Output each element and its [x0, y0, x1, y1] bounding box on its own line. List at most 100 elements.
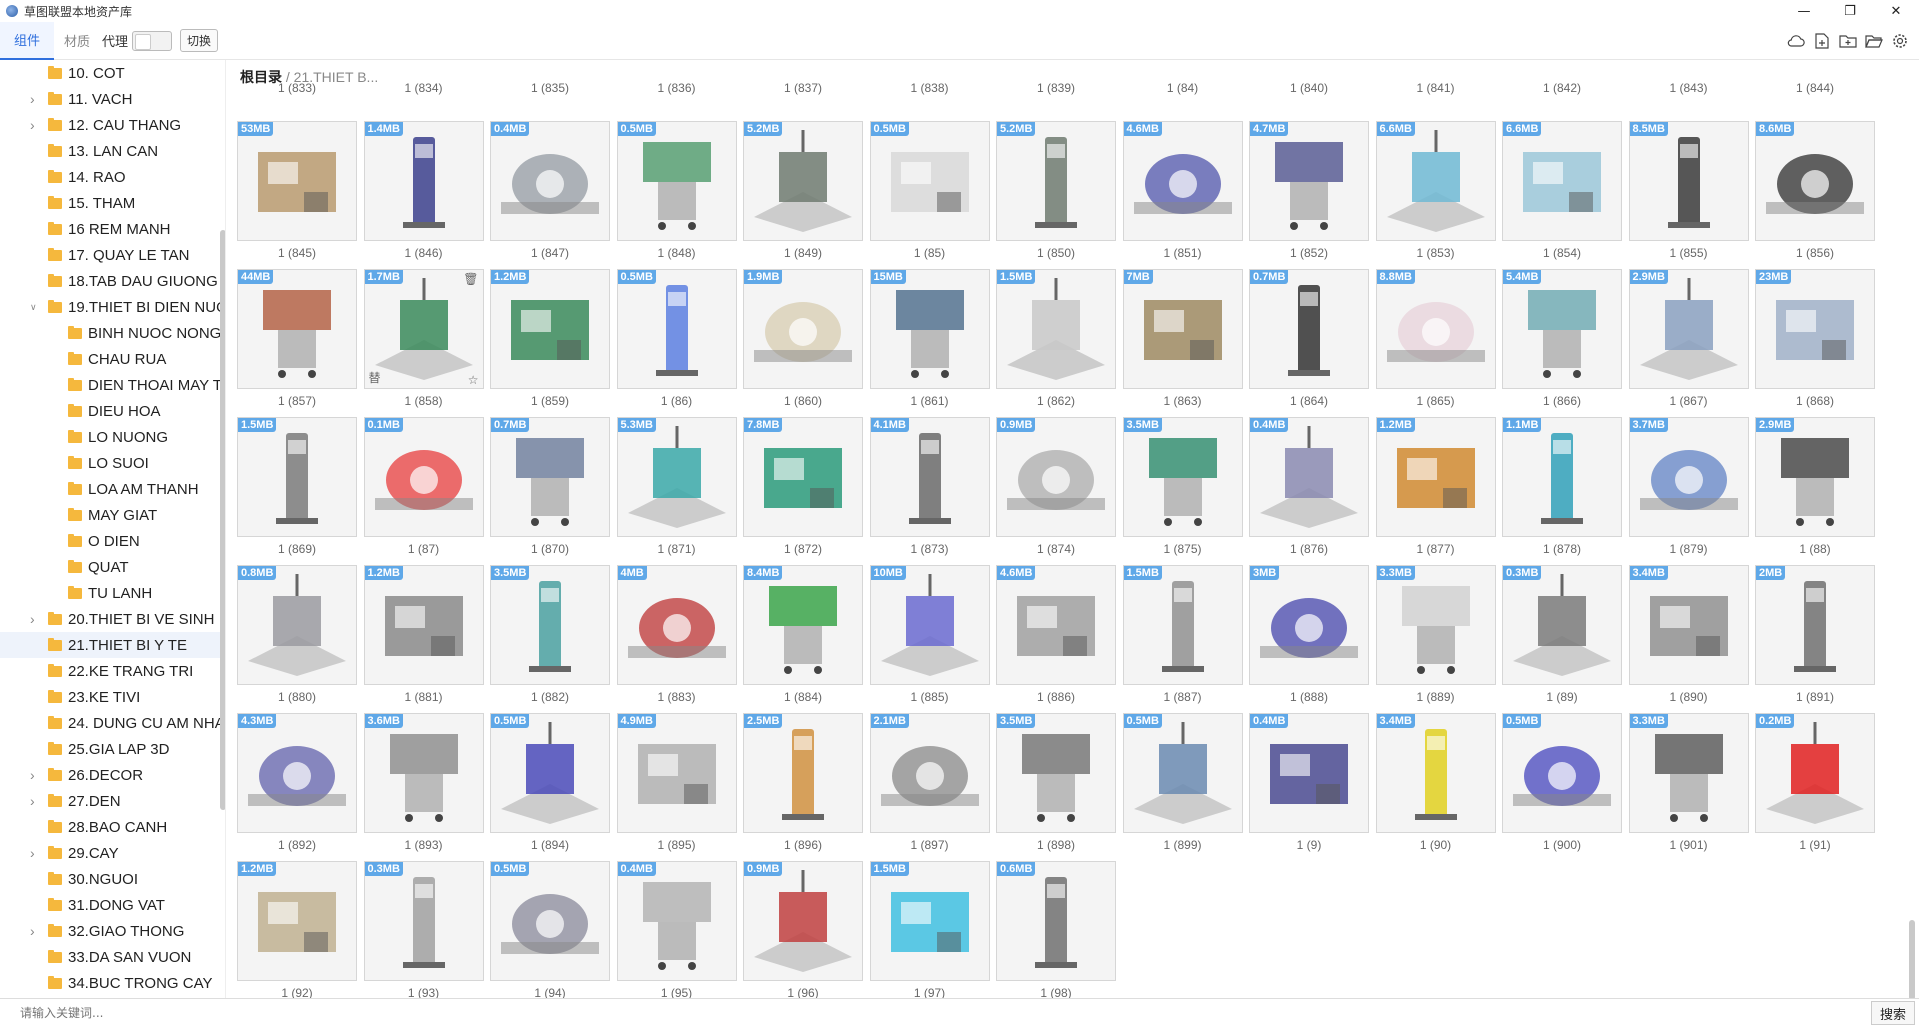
- asset-thumbnail[interactable]: 1.5MB: [237, 417, 357, 537]
- asset-thumbnail[interactable]: 4.9MB: [616, 713, 737, 833]
- asset-thumbnail[interactable]: 15MB: [869, 269, 990, 389]
- asset-thumbnail[interactable]: 0.4MB: [1249, 713, 1369, 833]
- sidebar-item[interactable]: BINH NUOC NONG: [0, 320, 225, 346]
- sidebar-item[interactable]: 17. QUAY LE TAN: [0, 242, 225, 268]
- main-scrollbar[interactable]: [1909, 920, 1915, 998]
- sidebar-item[interactable]: ›32.GIAO THONG: [0, 918, 225, 944]
- asset-thumbnail[interactable]: 4MB: [616, 565, 737, 685]
- sidebar-item[interactable]: LO SUOI: [0, 450, 225, 476]
- asset-thumbnail[interactable]: 5.2MB: [743, 121, 863, 241]
- sidebar-item[interactable]: 33.DA SAN VUON: [0, 944, 225, 970]
- asset-thumbnail[interactable]: 0.4MB: [1249, 417, 1369, 537]
- asset-thumbnail[interactable]: 0.6MB: [996, 861, 1116, 981]
- chevron-right-icon[interactable]: ›: [30, 117, 35, 133]
- asset-thumbnail[interactable]: 0.4MB: [490, 121, 610, 241]
- asset-thumbnail[interactable]: 5.4MB: [1502, 269, 1622, 389]
- asset-thumbnail[interactable]: 2MB: [1755, 565, 1875, 685]
- asset-thumbnail[interactable]: 1.4MB: [363, 121, 484, 241]
- cloud-icon[interactable]: [1783, 28, 1809, 54]
- sidebar-item[interactable]: 15. THAM: [0, 190, 225, 216]
- asset-thumbnail[interactable]: 5.3MB: [616, 417, 737, 537]
- asset-thumbnail[interactable]: 3.6MB: [363, 713, 484, 833]
- sidebar-item[interactable]: LOA AM THANH: [0, 476, 225, 502]
- asset-thumbnail[interactable]: 1.2MB: [363, 565, 484, 685]
- sidebar-item[interactable]: 18.TAB DAU GIUONG: [0, 268, 225, 294]
- sidebar-item[interactable]: O DIEN: [0, 528, 225, 554]
- sidebar-item[interactable]: ›12. CAU THANG: [0, 112, 225, 138]
- sidebar-item[interactable]: 10. COT: [0, 60, 225, 86]
- asset-thumbnail[interactable]: 0.7MB: [1249, 269, 1369, 389]
- sidebar-item[interactable]: LO NUONG: [0, 424, 225, 450]
- sidebar-item[interactable]: ›11. VACH: [0, 86, 225, 112]
- chevron-down-icon[interactable]: ∨: [30, 301, 37, 312]
- asset-thumbnail[interactable]: 6.6MB: [1502, 121, 1622, 241]
- asset-thumbnail[interactable]: 23MB: [1755, 269, 1875, 389]
- asset-thumbnail[interactable]: 0.5MB: [616, 269, 737, 389]
- trash-icon[interactable]: 🗑: [463, 272, 479, 286]
- sidebar-item[interactable]: 21.THIET BI Y TE: [0, 632, 225, 658]
- asset-thumbnail[interactable]: 0.4MB: [616, 861, 737, 981]
- asset-thumbnail[interactable]: 1.1MB: [1502, 417, 1622, 537]
- replace-label[interactable]: 替: [368, 371, 381, 385]
- chevron-right-icon[interactable]: ›: [30, 767, 35, 783]
- new-file-icon[interactable]: [1809, 28, 1835, 54]
- asset-thumbnail[interactable]: 1.2MB: [490, 269, 610, 389]
- sidebar-item[interactable]: ›26.DECOR: [0, 762, 225, 788]
- asset-thumbnail[interactable]: 4.6MB: [1122, 121, 1243, 241]
- asset-thumbnail[interactable]: 8.8MB: [1375, 269, 1496, 389]
- asset-thumbnail[interactable]: 0.9MB: [996, 417, 1116, 537]
- star-icon[interactable]: ☆: [467, 373, 479, 387]
- asset-thumbnail[interactable]: 1.7MB🗑替☆: [363, 269, 484, 389]
- search-input[interactable]: [0, 999, 1871, 1027]
- asset-thumbnail[interactable]: 3.4MB: [1375, 713, 1496, 833]
- asset-thumbnail[interactable]: 1.2MB: [1375, 417, 1496, 537]
- asset-thumbnail[interactable]: 8.4MB: [743, 565, 863, 685]
- asset-thumbnail[interactable]: 8.6MB: [1755, 121, 1875, 241]
- asset-thumbnail[interactable]: 2.1MB: [869, 713, 990, 833]
- sidebar-item[interactable]: ›27.DEN: [0, 788, 225, 814]
- proxy-toggle[interactable]: [132, 30, 173, 51]
- asset-thumbnail[interactable]: 0.3MB: [363, 861, 484, 981]
- asset-thumbnail[interactable]: 8.5MB: [1628, 121, 1749, 241]
- asset-thumbnail[interactable]: 5.2MB: [996, 121, 1116, 241]
- breadcrumb-current[interactable]: 21.THIET B...: [293, 69, 379, 85]
- chevron-right-icon[interactable]: ›: [30, 845, 35, 861]
- sidebar-item[interactable]: TU LANH: [0, 580, 225, 606]
- new-folder-icon[interactable]: [1835, 28, 1861, 54]
- breadcrumb-root[interactable]: 根目录: [240, 69, 282, 85]
- asset-thumbnail[interactable]: 3.3MB: [1628, 713, 1749, 833]
- tab-components[interactable]: 组件: [0, 21, 55, 60]
- asset-thumbnail[interactable]: 1.5MB: [869, 861, 990, 981]
- asset-thumbnail[interactable]: 3.5MB: [996, 713, 1116, 833]
- asset-thumbnail[interactable]: 0.1MB: [363, 417, 484, 537]
- sidebar-item[interactable]: QUAT: [0, 554, 225, 580]
- chevron-right-icon[interactable]: ›: [30, 793, 35, 809]
- asset-thumbnail[interactable]: 3MB: [1249, 565, 1369, 685]
- chevron-right-icon[interactable]: ›: [30, 91, 35, 107]
- asset-thumbnail[interactable]: 1.5MB: [996, 269, 1116, 389]
- asset-thumbnail[interactable]: 1.5MB: [1122, 565, 1243, 685]
- maximize-icon[interactable]: ❐: [1844, 3, 1856, 19]
- switch-button[interactable]: 切换: [180, 29, 219, 52]
- chevron-right-icon[interactable]: ›: [30, 611, 35, 627]
- sidebar-item[interactable]: 24. DUNG CU AM NHAC: [0, 710, 225, 736]
- asset-thumbnail[interactable]: 3.7MB: [1628, 417, 1749, 537]
- sidebar-scrollbar[interactable]: [220, 230, 225, 810]
- asset-thumbnail[interactable]: 4.7MB: [1249, 121, 1369, 241]
- sidebar-item[interactable]: 25.GIA LAP 3D: [0, 736, 225, 762]
- minimize-icon[interactable]: —: [1797, 3, 1811, 19]
- sidebar-item[interactable]: 14. RAO: [0, 164, 225, 190]
- asset-thumbnail[interactable]: 3.5MB: [1122, 417, 1243, 537]
- sidebar-item[interactable]: 16 REM MANH: [0, 216, 225, 242]
- asset-thumbnail[interactable]: 0.9MB: [743, 861, 863, 981]
- sidebar-item[interactable]: ›20.THIET BI VE SINH: [0, 606, 225, 632]
- sidebar-item[interactable]: ∨19.THIET BI DIEN NUOC: [0, 294, 225, 320]
- asset-thumbnail[interactable]: 0.5MB: [1122, 713, 1243, 833]
- asset-thumbnail[interactable]: 0.5MB: [490, 713, 610, 833]
- asset-thumbnail[interactable]: 2.9MB: [1755, 417, 1875, 537]
- asset-thumbnail[interactable]: 0.2MB: [1755, 713, 1875, 833]
- asset-thumbnail[interactable]: 3.4MB: [1628, 565, 1749, 685]
- asset-thumbnail[interactable]: 0.5MB: [1502, 713, 1622, 833]
- asset-thumbnail[interactable]: 10MB: [869, 565, 990, 685]
- asset-thumbnail[interactable]: 0.7MB: [490, 417, 610, 537]
